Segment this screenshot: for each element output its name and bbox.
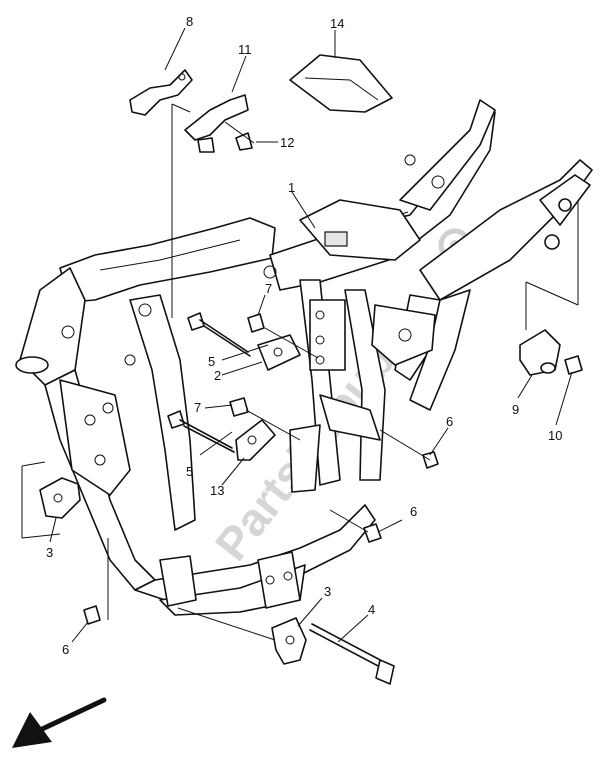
label-12: 12 [280,135,294,150]
frame [15,99,593,616]
part-3-bracket-left [39,477,81,519]
part-6-nut-right [422,451,439,469]
part-6-nut-left [83,605,101,625]
label-9: 9 [512,402,519,417]
part-11-bracket [184,94,249,153]
part-labels: 8 14 11 12 1 7 5 2 7 5 13 6 6 3 3 4 6 9 … [46,14,562,657]
label-3-left: 3 [46,545,53,560]
part-8-bracket [129,69,193,116]
part-6-nut-middle [363,523,382,543]
part-4-bolt [309,623,395,685]
label-3-right: 3 [324,584,331,599]
label-8: 8 [186,14,193,29]
label-6-middle: 6 [410,504,417,519]
label-7-lower: 7 [194,400,201,415]
leader-lines [21,27,579,643]
part-3-bracket-right [271,617,307,665]
arrow-down-left-icon [12,697,107,748]
label-10: 10 [548,428,562,443]
label-5-lower: 5 [186,464,193,479]
part-9-bracket [519,329,561,376]
part-7-nut-upper [247,313,265,333]
part-10-bolt [564,355,583,375]
label-2: 2 [214,368,221,383]
label-13: 13 [210,483,224,498]
label-6-left: 6 [62,642,69,657]
part-5-bolt-lower [167,410,235,453]
part-12-bolt [235,132,253,151]
label-11: 11 [238,42,252,57]
part-7-nut-lower [229,397,249,417]
part-2-plate [257,334,301,371]
part-14-pad [289,54,393,113]
label-4: 4 [368,602,375,617]
label-7-upper: 7 [265,281,272,296]
label-14: 14 [330,16,344,31]
label-1: 1 [288,180,295,195]
part-5-bolt-upper [187,312,251,357]
part-13-plate [235,419,276,461]
label-5-upper: 5 [208,354,215,369]
label-6-right: 6 [446,414,453,429]
